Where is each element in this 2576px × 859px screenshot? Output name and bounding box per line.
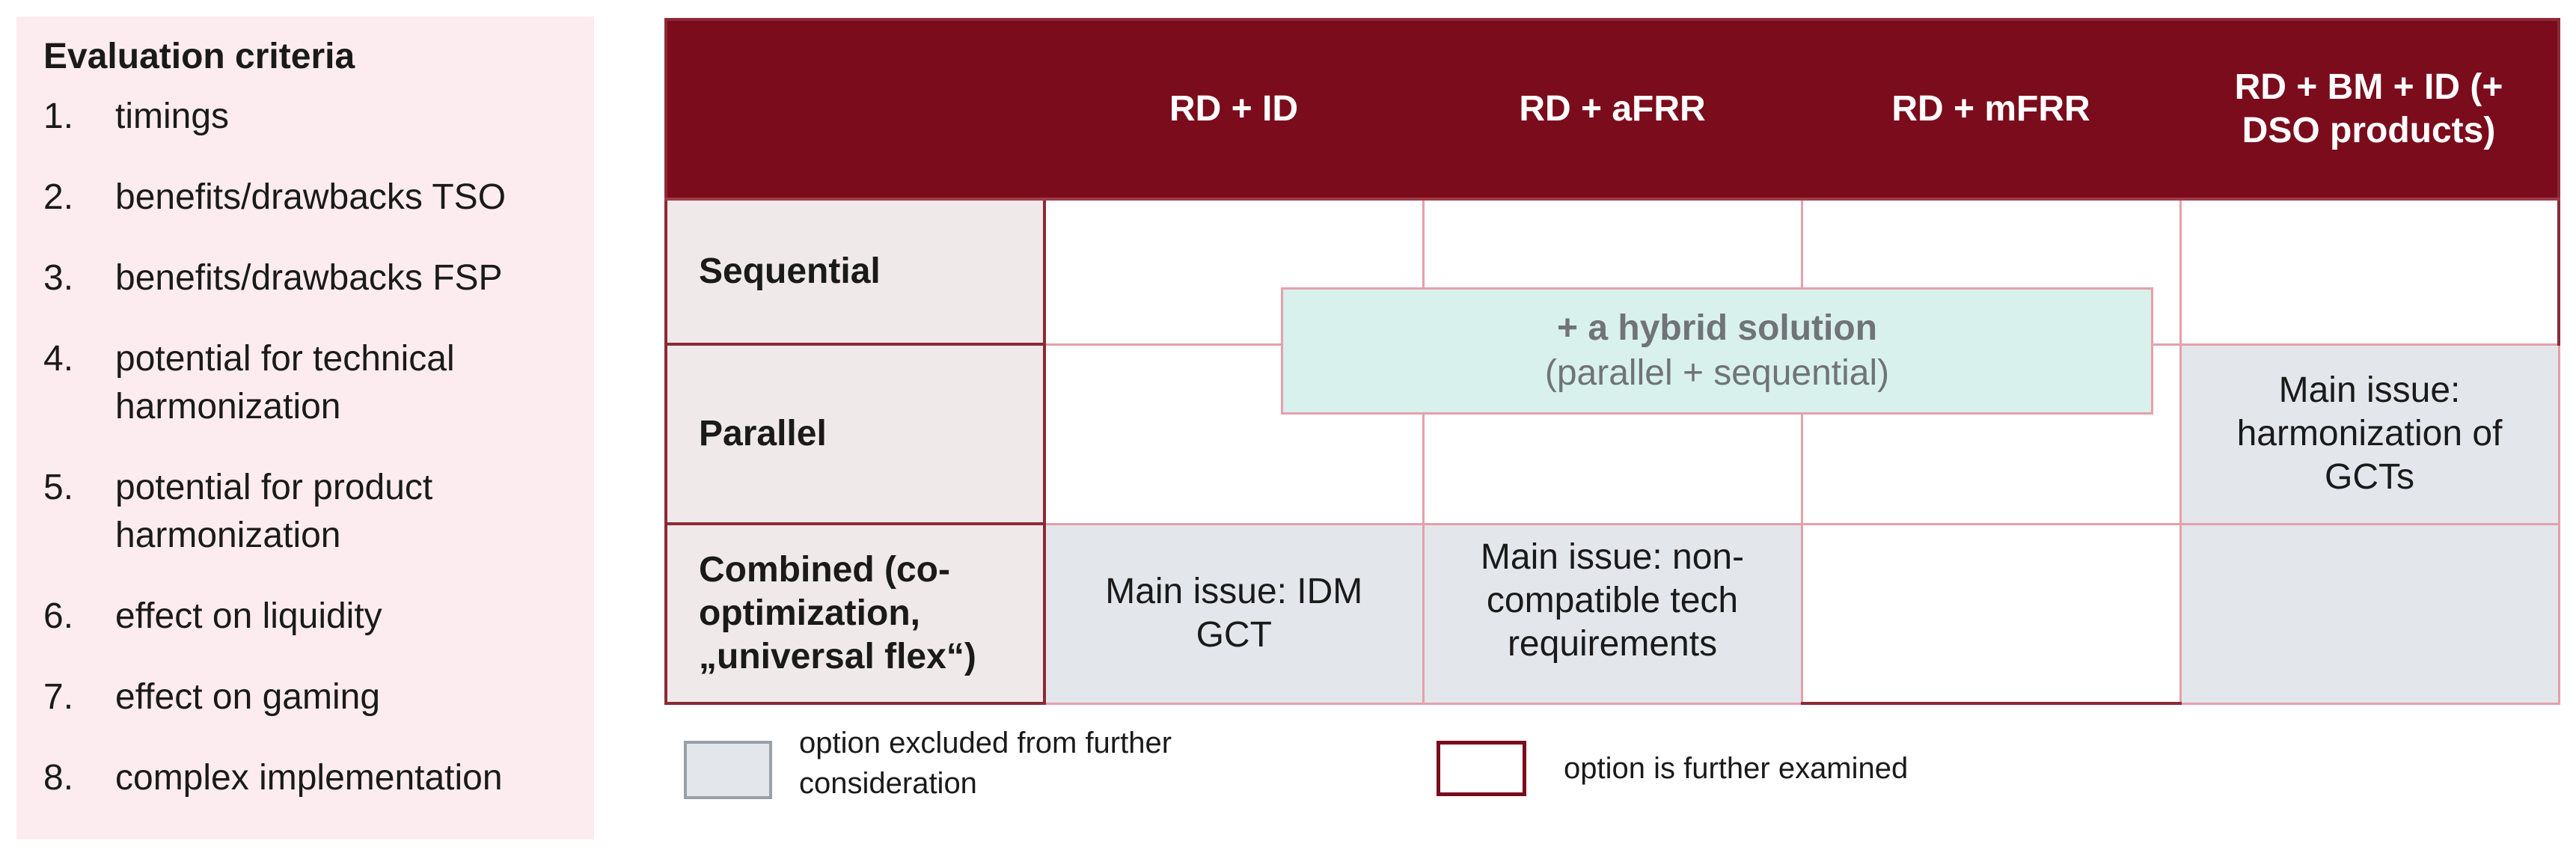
hybrid-solution-box: + a hybrid solution (parallel + sequenti… [1281,287,2153,415]
column-header: RD + BM + ID (+ DSO products) [2180,19,2560,201]
option-cell [1044,344,1425,525]
criteria-list: 1. timings 2. benefits/drawbacks TSO 3. ben… [43,93,594,802]
option-cell [2180,199,2560,346]
criteria-number: 2. [43,177,74,217]
criteria-item: 1. timings [43,93,594,141]
criteria-text: complex implementation [115,758,503,798]
criteria-item: 3. benefits/drawbacks FSP [43,254,594,302]
criteria-text: potential for technical harmonization [115,339,455,427]
criteria-number: 8. [43,758,74,798]
option-cell-excluded [2180,524,2560,705]
criteria-item: 7. effect on gaming [43,673,594,721]
criteria-text: potential for product harmonization [115,468,433,555]
hybrid-subtitle: (parallel + sequential) [1544,353,1890,393]
options-matrix: RD + ID RD + aFRR RD + mFRR RD + BM + ID… [664,18,2560,705]
column-header: RD + mFRR [1802,19,2180,201]
criteria-item: 8. complex implementation [43,754,594,802]
row-label: Parallel [666,344,1046,525]
column-header: RD + ID [1044,19,1423,201]
criteria-panel: Evaluation criteria 1. timings 2. benefits… [16,16,594,840]
criteria-number: 4. [43,339,74,379]
option-cell [1802,524,2182,705]
hybrid-title: + a hybrid solution [1556,308,1878,348]
legend-examined-swatch [1437,741,1526,796]
header-row: RD + ID RD + aFRR RD + mFRR RD + BM + ID… [666,19,2560,201]
criteria-item: 4. potential for technical harmonization [43,335,594,431]
criteria-item: 2. benefits/drawbacks TSO [43,174,594,221]
criteria-number: 5. [43,468,74,507]
legend-excluded-label: option excluded from further considerati… [799,727,1172,800]
option-cell-excluded: Main issue: non-compatible tech requirem… [1423,524,1803,705]
criteria-number: 7. [43,677,74,717]
table-row: Combined (co-optimization, „universal fl… [666,524,2560,705]
option-cell-excluded: Main issue: IDM GCT [1044,524,1425,705]
criteria-item: 5. potential for product harmonization [43,464,594,560]
row-label: Sequential [666,199,1046,346]
criteria-number: 3. [43,258,74,298]
option-cell-excluded: Main issue: harmonization of GCTs [2180,344,2560,525]
criteria-text: benefits/drawbacks TSO [115,177,507,217]
criteria-text: benefits/drawbacks FSP [115,258,503,298]
criteria-text: timings [115,97,230,136]
criteria-text: effect on gaming [115,677,381,717]
table-row: Parallel Main issue: harmonization of GC… [666,344,2560,525]
criteria-item: 6. effect on liquidity [43,593,594,641]
corner-header [666,19,1044,201]
row-label: Combined (co-optimization, „universal fl… [666,524,1046,705]
criteria-text: effect on liquidity [115,596,382,636]
criteria-number: 1. [43,97,74,136]
legend-excluded-swatch [684,741,772,799]
column-header: RD + aFRR [1423,19,1802,201]
criteria-number: 6. [43,596,74,636]
criteria-title: Evaluation criteria [43,37,355,76]
legend-examined-label: option is further examined [1564,752,1909,785]
